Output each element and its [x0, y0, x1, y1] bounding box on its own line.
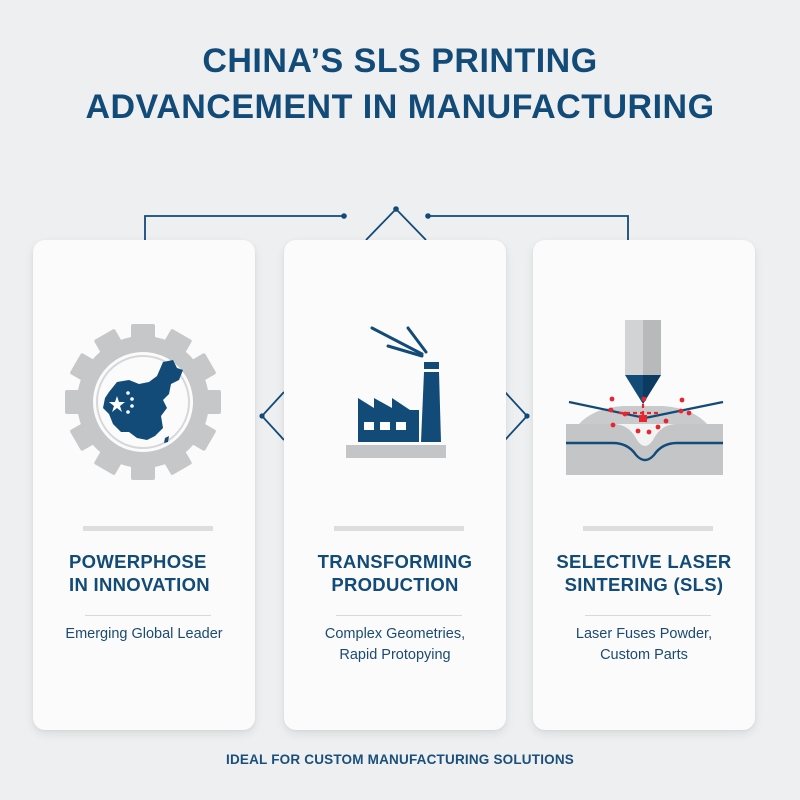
card-description: Emerging Global Leader [33, 624, 255, 645]
card-production: TRANSFORMING PRODUCTION Complex Geometri… [284, 240, 506, 730]
card-sls: SELECTIVE LASER SINTERING (SLS) Laser Fu… [533, 240, 755, 730]
card-title-line-1: POWERPHOSE [69, 551, 207, 572]
card-title-line-1: TRANSFORMING [317, 551, 473, 572]
card-innovation: POWERPHOSE IN INNOVATION Emerging Global… [33, 240, 255, 730]
card-desc-line-2: Custom Parts [600, 647, 688, 663]
card-divider [85, 615, 211, 616]
card-title: SELECTIVE LASER SINTERING (SLS) [533, 550, 755, 596]
card-title-line-2: SINTERING (SLS) [564, 574, 724, 595]
card-accent-bar [334, 526, 464, 531]
card-accent-bar [583, 526, 713, 531]
title-line-2: ADVANCEMENT IN MANUFACTURING [85, 88, 715, 126]
china-map-gear-icon [33, 300, 255, 490]
card-divider [336, 615, 462, 616]
card-title-line-1: SELECTIVE LASER [556, 551, 732, 572]
footer-tagline: IDEAL FOR CUSTOM MANUFACTURING SOLUTIONS [226, 752, 574, 767]
factory-icon [284, 300, 506, 490]
card-title: TRANSFORMING PRODUCTION [284, 550, 506, 596]
card-desc-line-1: Emerging Global Leader [65, 626, 223, 642]
card-title-line-2: IN INNOVATION [69, 574, 210, 595]
title-line-1: CHINA’S SLS PRINTING [202, 42, 598, 80]
card-title: POWERPHOSE IN INNOVATION [33, 550, 255, 596]
card-accent-bar [83, 526, 213, 531]
card-description: Complex Geometries, Rapid Protopying [284, 624, 506, 666]
card-desc-line-2: Rapid Protopying [339, 647, 451, 663]
card-desc-line-1: Laser Fuses Powder, [575, 626, 713, 642]
card-description: Laser Fuses Powder, Custom Parts [533, 624, 755, 666]
card-title-line-2: PRODUCTION [331, 574, 459, 595]
card-divider [585, 615, 711, 616]
card-desc-line-1: Complex Geometries, [324, 626, 466, 642]
laser-sintering-icon [533, 300, 755, 490]
page-title: CHINA’S SLS PRINTING ADVANCEMENT IN MANU… [0, 38, 800, 130]
